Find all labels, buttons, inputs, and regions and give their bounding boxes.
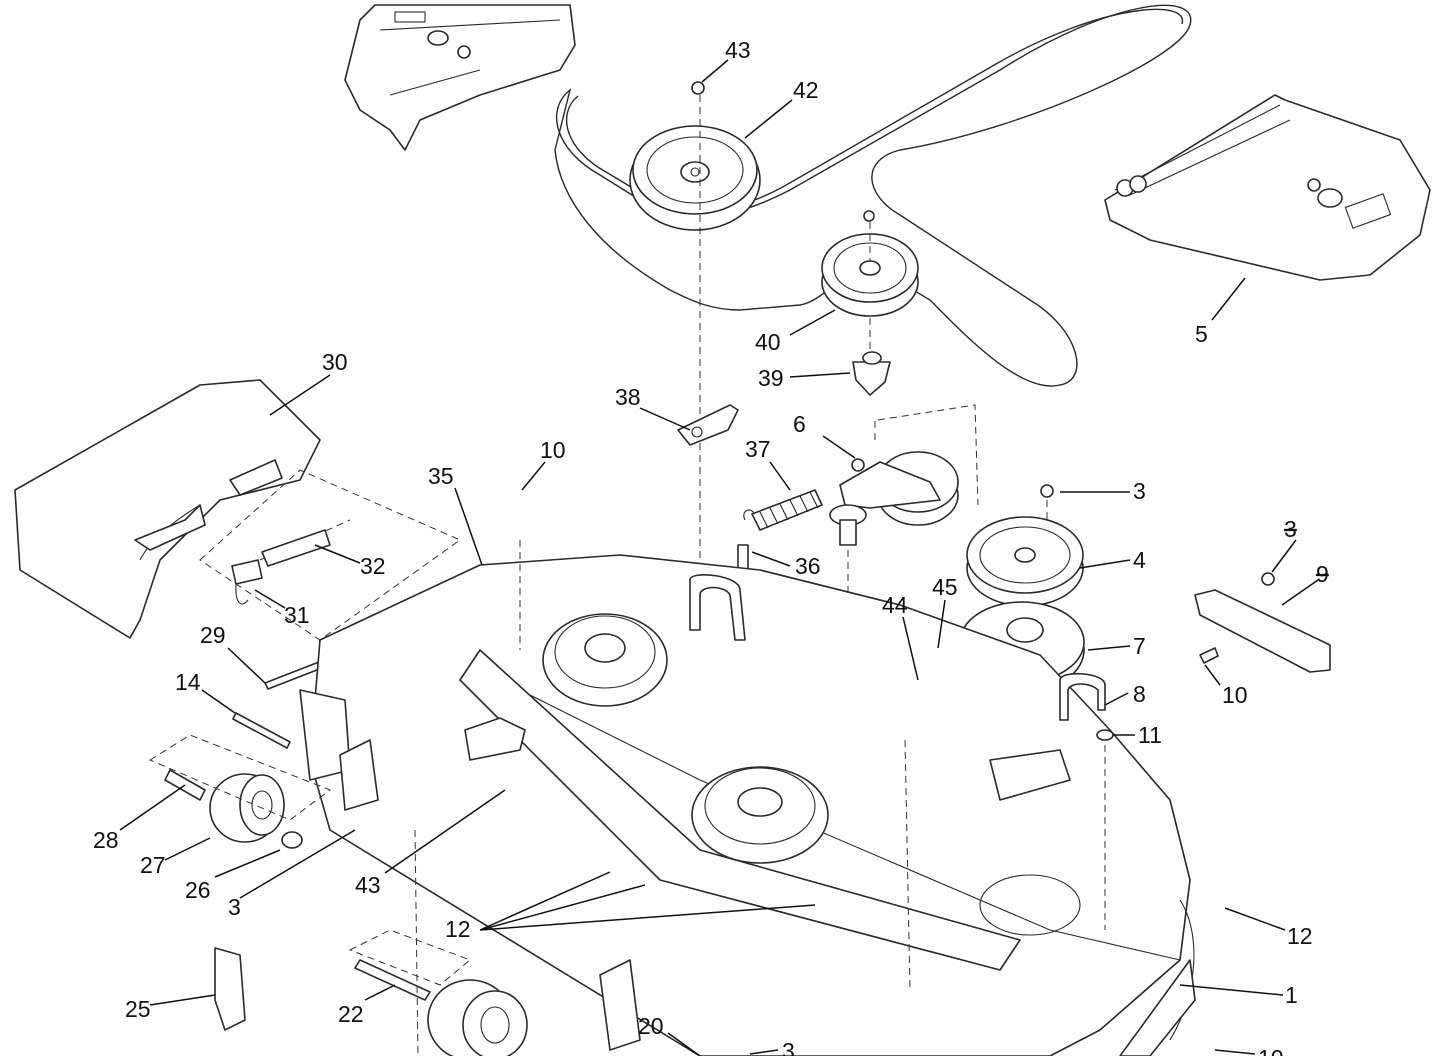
baffle-u-bolt — [689, 574, 746, 641]
callout-3-bottom: 3 — [782, 1038, 795, 1056]
callout-38: 38 — [615, 384, 641, 410]
discharge-deflector — [14, 379, 462, 641]
callout-12: 12 — [445, 916, 471, 942]
deck-spindle-center — [691, 766, 829, 864]
callout-7: 7 — [1133, 633, 1146, 659]
bracket-plate — [677, 404, 739, 446]
callout-44: 44 — [882, 592, 908, 618]
spindle-pulley — [966, 484, 1084, 607]
callout-5: 5 — [1195, 321, 1208, 347]
callout-31: 31 — [284, 602, 310, 628]
callout-4: 4 — [1133, 547, 1146, 573]
callout-3-strap: 3 — [1284, 516, 1297, 542]
pulley-spacer — [852, 361, 891, 396]
callout-39: 39 — [758, 365, 784, 391]
callout-9: 9 — [1316, 561, 1329, 587]
deck-spindle-left — [542, 613, 668, 707]
callout-10: 10 — [540, 437, 566, 463]
callout-3-deck: 3 — [228, 894, 241, 920]
drive-pulley — [629, 81, 761, 730]
callout-27: 27 — [140, 852, 166, 878]
callout-3: 3 — [1133, 478, 1146, 504]
callout-42: 42 — [793, 77, 819, 103]
bolt-stack — [1059, 672, 1114, 741]
callout-10-bottom: 10 — [1258, 1045, 1284, 1056]
axle-bracket — [214, 947, 246, 1031]
mount-strap — [1194, 572, 1331, 673]
idler-pulley — [821, 210, 919, 350]
callout-35: 35 — [428, 463, 454, 489]
deflector-rod — [261, 529, 331, 567]
deflector-spring — [231, 559, 263, 605]
idler-arm-assembly — [829, 404, 979, 780]
mount-bracket-right — [989, 749, 1071, 801]
callout-10-strap: 10 — [1222, 682, 1248, 708]
gauge-wheel-left — [164, 769, 303, 849]
callout-36: 36 — [795, 553, 821, 579]
callout-22: 22 — [338, 1001, 364, 1027]
callout-40: 40 — [755, 329, 781, 355]
drive-belt — [554, 4, 1192, 387]
belt-cover-left — [344, 4, 576, 151]
gauge-wheel-bracket — [339, 739, 379, 811]
callout-8: 8 — [1133, 681, 1146, 707]
front-axle-bracket — [599, 959, 641, 1051]
callout-6: 6 — [793, 411, 806, 437]
belt-cover-right — [1104, 94, 1431, 281]
callout-30: 30 — [322, 349, 348, 375]
callout-43-deck: 43 — [355, 872, 381, 898]
leader-lines — [119, 59, 1319, 1056]
axle-bolt — [232, 712, 291, 749]
callouts: 43 42 40 39 5 30 38 6 37 10 35 3 4 3 9 3… — [93, 37, 1329, 1056]
callout-1: 1 — [1285, 982, 1298, 1008]
callout-37: 37 — [745, 436, 771, 462]
baffle-bracket — [464, 717, 526, 761]
callout-43: 43 — [725, 37, 751, 63]
callout-45: 45 — [932, 574, 958, 600]
gauge-wheel-front — [354, 959, 528, 1056]
extension-spring — [743, 489, 823, 531]
callout-28: 28 — [93, 827, 119, 853]
callout-14: 14 — [175, 669, 201, 695]
callout-12-right: 12 — [1287, 923, 1313, 949]
callout-25: 25 — [125, 996, 151, 1022]
spacer-top — [862, 351, 882, 365]
callout-29: 29 — [200, 622, 226, 648]
callout-11: 11 — [1138, 722, 1162, 748]
callout-32: 32 — [360, 553, 386, 579]
callout-26: 26 — [185, 877, 211, 903]
callout-20: 20 — [638, 1013, 664, 1039]
